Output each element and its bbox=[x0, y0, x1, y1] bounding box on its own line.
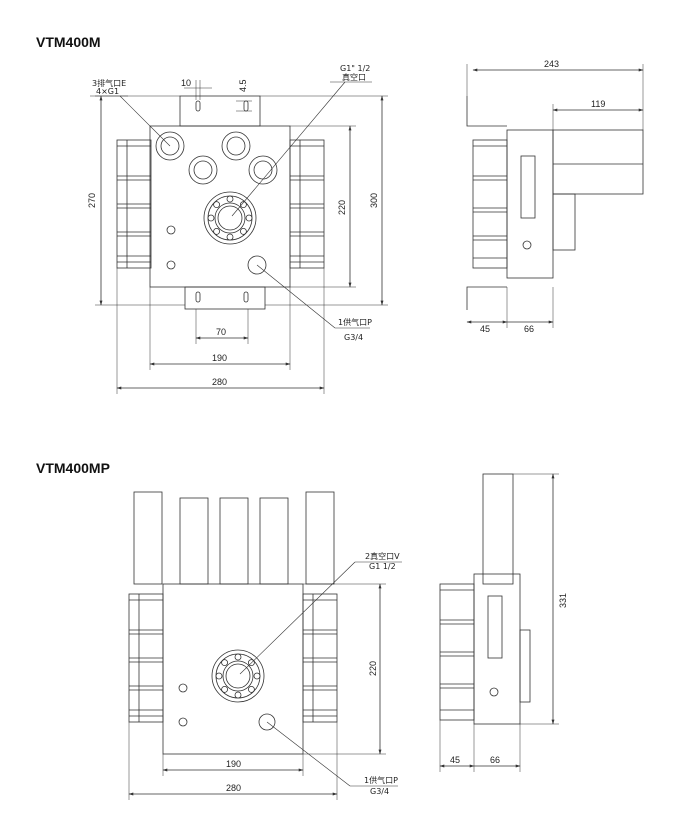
dim-width-190: 190 bbox=[226, 759, 241, 769]
main-body bbox=[162, 583, 304, 755]
dim-slot-height: 4.5 bbox=[238, 79, 248, 92]
vtm400m-front-view bbox=[90, 80, 388, 394]
right-fins bbox=[302, 593, 338, 723]
supply-port-label: 1供气口P bbox=[338, 317, 372, 327]
vacuum-flange bbox=[203, 191, 257, 245]
dim-width-280: 280 bbox=[212, 377, 227, 387]
side-silencer bbox=[482, 473, 514, 585]
dim-45: 45 bbox=[480, 324, 490, 334]
dim-66: 66 bbox=[490, 755, 500, 765]
side-body bbox=[473, 573, 521, 725]
vacuum-flange bbox=[211, 649, 265, 703]
dim-height-220: 220 bbox=[368, 661, 378, 676]
left-silencer bbox=[133, 491, 163, 585]
dim-depth-119: 119 bbox=[591, 99, 605, 109]
dim-width-190: 190 bbox=[212, 353, 227, 363]
vacuum-port-spec: G1" 1/2 bbox=[340, 64, 370, 73]
dim-45: 45 bbox=[450, 755, 460, 765]
dim-height-331: 331 bbox=[558, 593, 568, 608]
right-fins bbox=[289, 139, 325, 269]
left-fins bbox=[116, 139, 152, 269]
left-fins bbox=[128, 593, 164, 723]
supply-port-spec: G3/4 bbox=[370, 787, 389, 796]
dim-depth-243: 243 bbox=[544, 59, 559, 69]
supply-port-label: 1供气口P bbox=[364, 775, 398, 785]
dim-width-70: 70 bbox=[216, 327, 226, 337]
bottom-bracket bbox=[184, 286, 266, 310]
supply-port-spec: G3/4 bbox=[344, 333, 363, 342]
dim-height-220: 220 bbox=[337, 200, 347, 215]
dim-width-280: 280 bbox=[226, 783, 241, 793]
supply-port bbox=[258, 713, 276, 731]
right-silencer bbox=[305, 491, 335, 585]
dim-height-300: 300 bbox=[369, 193, 379, 208]
exhaust-port-label: 3排气口E bbox=[92, 78, 126, 88]
supply-port bbox=[247, 255, 267, 275]
side-silencer bbox=[552, 129, 644, 195]
side-fins bbox=[472, 139, 508, 269]
vtm400mp-front-view bbox=[128, 491, 402, 800]
exhaust-port-spec: 4×G1 bbox=[96, 87, 119, 96]
exhaust-ports bbox=[155, 131, 278, 185]
dim-slot-width: 10 bbox=[181, 78, 191, 88]
side-body bbox=[506, 129, 554, 279]
vtm400mp-side-view bbox=[439, 473, 559, 772]
vacuum-port-spec: G1 1/2 bbox=[369, 562, 396, 571]
drawing-title-vtm400m: VTM400M bbox=[36, 34, 101, 50]
dim-66: 66 bbox=[524, 324, 534, 334]
vacuum-port-label: 真空口 bbox=[342, 72, 366, 82]
vtm400m-side-view bbox=[466, 64, 644, 328]
drawing-title-vtm400mp: VTM400MP bbox=[36, 460, 110, 476]
dim-height-270: 270 bbox=[87, 193, 97, 208]
vacuum-port-label: 2真空口V bbox=[365, 551, 400, 561]
